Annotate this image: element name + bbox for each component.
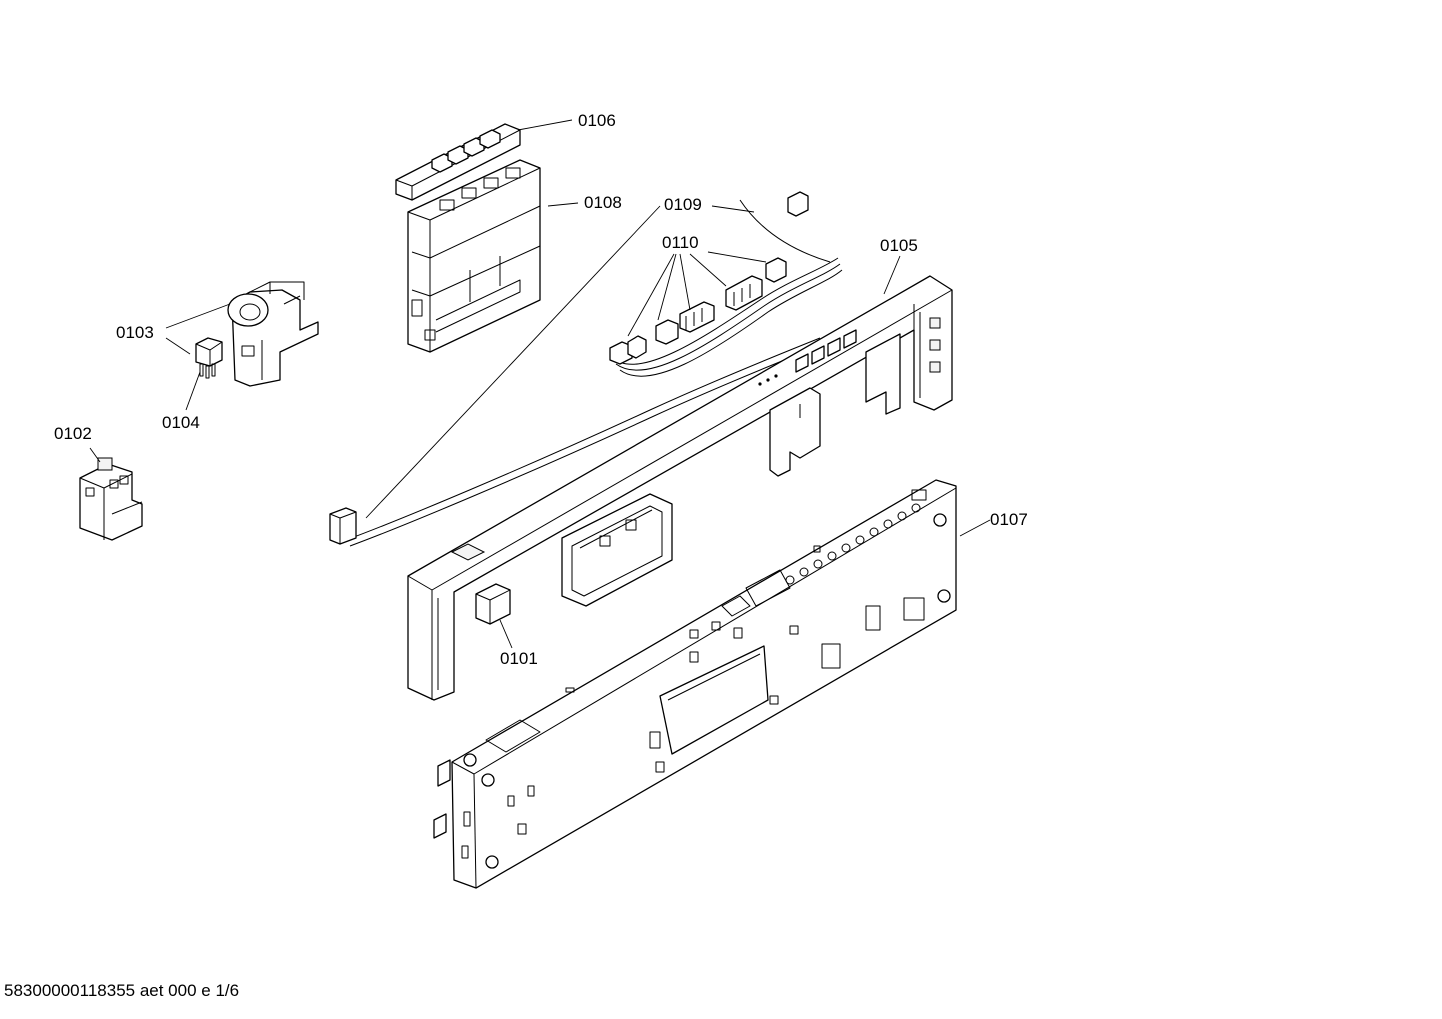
- leader-lines: [89, 119, 991, 649]
- document-id-footer: 58300000118355 aet 000 e 1/6: [4, 981, 240, 1000]
- part-0106-button-strip[interactable]: [395, 123, 521, 201]
- callout-0102: 0102: [54, 424, 92, 443]
- part-0110-harness-connectors[interactable]: [609, 191, 843, 377]
- callout-0105: 0105: [880, 236, 918, 255]
- part-0104-microswitch[interactable]: [195, 337, 223, 379]
- part-0102-terminal-block[interactable]: [79, 457, 143, 541]
- callout-0110: 0110: [662, 233, 699, 252]
- callout-0101: 0101: [500, 649, 538, 668]
- part-0107-control-housing[interactable]: [433, 479, 957, 889]
- callout-0106: 0106: [578, 111, 616, 130]
- callout-0108: 0108: [584, 193, 622, 212]
- panel-handle-insert: [561, 493, 673, 607]
- part-0103-actuator[interactable]: [227, 281, 319, 387]
- callout-0104: 0104: [162, 413, 200, 432]
- callout-0103: 0103: [116, 323, 154, 342]
- part-0101-cube[interactable]: [475, 583, 511, 625]
- part-0108-control-module[interactable]: [407, 159, 541, 353]
- part-0105-control-panel[interactable]: [407, 275, 953, 701]
- callout-labels: 0106 0108 0109 0110 0105 0103 0104 0102 …: [54, 111, 1028, 668]
- callout-0109: 0109: [664, 195, 702, 214]
- callout-0107: 0107: [990, 510, 1028, 529]
- part-0109-ribbon-wire[interactable]: [329, 337, 825, 547]
